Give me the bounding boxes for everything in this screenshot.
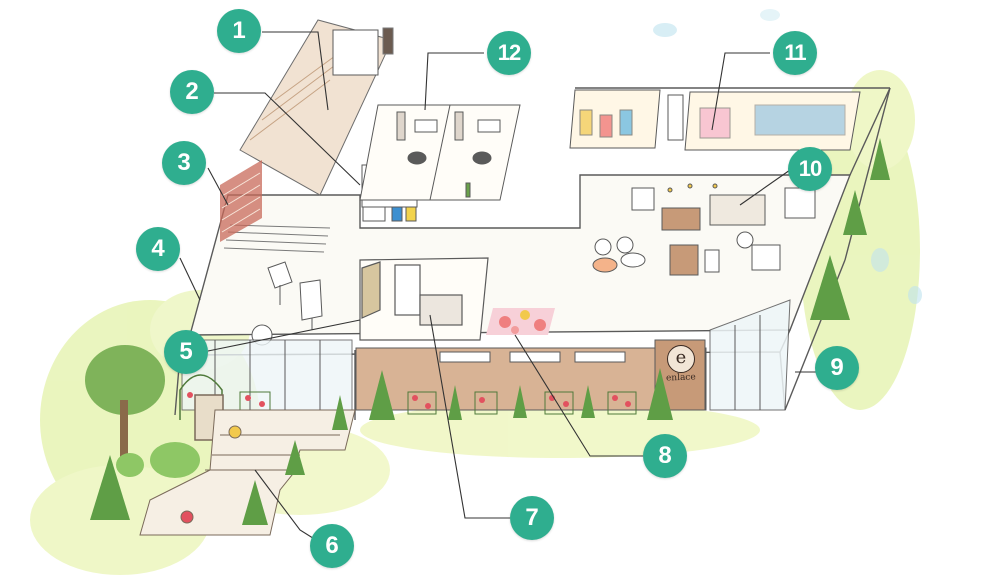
shop-sign: e enlace: [660, 345, 704, 385]
marker-12[interactable]: 12: [487, 31, 531, 75]
retail-shelves: [569, 89, 861, 151]
sky-blue-dabs: [653, 9, 922, 304]
trees: [85, 138, 890, 525]
marker-4[interactable]: 4: [136, 227, 180, 271]
marker-7[interactable]: 7: [510, 496, 554, 540]
private-room: [359, 257, 489, 341]
marker-10[interactable]: 10: [788, 147, 832, 191]
marker-6[interactable]: 6: [310, 524, 354, 568]
private-booths: [359, 104, 521, 201]
rose-trellises: [239, 391, 637, 415]
leader-lines: [179, 31, 818, 541]
marker-2[interactable]: 2: [170, 70, 214, 114]
marker-11[interactable]: 11: [773, 31, 817, 75]
marker-3[interactable]: 3: [162, 141, 206, 185]
lounge-seating: [592, 231, 781, 276]
brick-wall: [220, 160, 262, 242]
sign-name: enlace: [665, 372, 696, 384]
marker-5[interactable]: 5: [164, 330, 208, 374]
photo-studio: [251, 261, 323, 346]
colorful-mat: [486, 308, 555, 335]
marker-9[interactable]: 9: [815, 346, 859, 390]
entrance-stairs: [223, 19, 394, 253]
terrace-deck: [139, 409, 356, 536]
reception-area: [631, 183, 816, 231]
marker-8[interactable]: 8: [643, 434, 687, 478]
marker-1[interactable]: 1: [217, 9, 261, 53]
sign-logo-letter: e: [667, 345, 695, 373]
